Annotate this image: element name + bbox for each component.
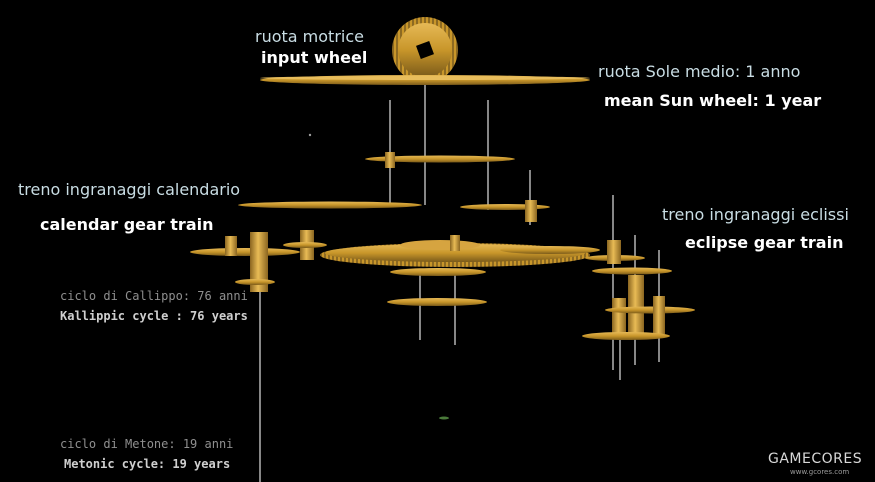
mean-sun-label-it: ruota Sole medio: 1 anno [598,62,801,81]
calendar-label-it: treno ingranaggi calendario [18,180,241,199]
stray-highlight [439,416,449,420]
kallippic-label-it: ciclo di Callippo: 76 anni [60,289,248,303]
mean-sun-label-en: mean Sun wheel: 1 year [604,91,822,110]
eclipse-gear-train [582,240,695,340]
upper-gear-discs [238,152,550,222]
metonic-label-it: ciclo di Metone: 19 anni [60,437,234,451]
eclipse-label-en: eclipse gear train [685,233,844,252]
axles [259,52,660,482]
input-wheel-label-en: input wheel [261,48,368,67]
input-wheel [392,17,458,83]
calendar-label-en: calendar gear train [40,215,214,234]
input-wheel-label-it: ruota motrice [255,27,364,46]
watermark-brand: GAMECORES [768,451,863,467]
calendar-gear-train [190,230,327,292]
eclipse-label-it: treno ingranaggi eclissi [662,205,849,224]
central-gear-platter [320,235,600,306]
watermark-url: www.gcores.com [790,468,850,476]
metonic-label-en: Metonic cycle: 19 years [64,457,231,471]
stray-highlight [308,133,312,137]
mean-sun-wheel [260,75,590,85]
kallippic-label-en: Kallippic cycle : 76 years [60,309,248,323]
